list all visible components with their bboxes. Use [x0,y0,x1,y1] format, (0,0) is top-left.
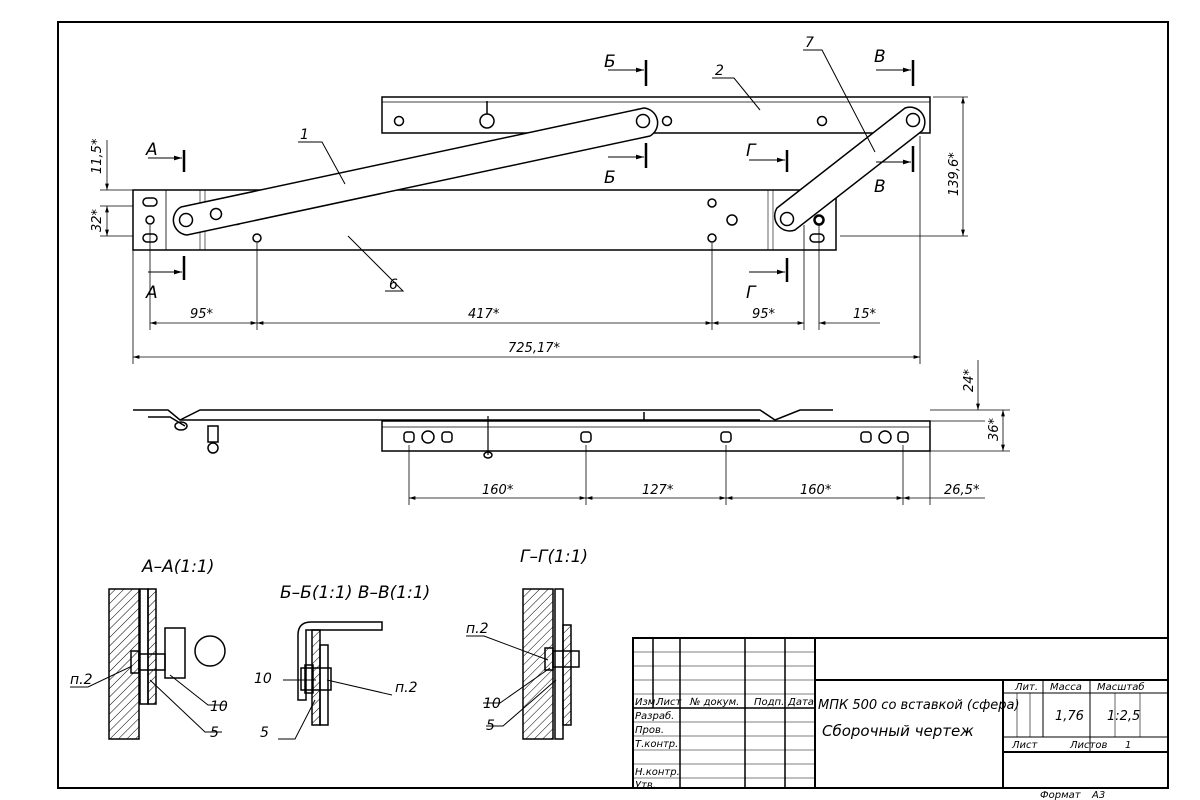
tb-row-prov: Пров. [635,725,664,736]
dim-160-left: 160* [482,483,514,498]
drawing-frame [57,21,1169,789]
drawing-title-line2: Сборочный чертеж [822,722,974,740]
cut-label-g-top: Г [746,141,757,161]
dim-160-right: 160* [800,483,832,498]
cut-label-a-bottom: А [145,283,158,303]
format-value: А3 [1091,790,1105,800]
link-part-7 [773,106,926,232]
tb-mass-value: 1,76 [1055,709,1084,724]
callout-aa-p2: п.2 [70,672,93,688]
dim-95-right: 95* [752,307,776,322]
tb-col-izm: Изм. [635,697,659,708]
section-title-g-g: Г–Г(1:1) [520,547,588,567]
section-b-b-v-v [278,621,393,740]
part-label-7: 7 [805,35,814,51]
callout-bb-p2: п.2 [395,680,418,696]
part-label-6: 6 [389,277,398,293]
tb-sheets-value: 1 [1125,740,1131,751]
section-a-a [70,588,227,740]
callout-gg-p2: п.2 [466,621,489,637]
cut-label-b-top: Б [604,52,616,72]
tb-lit-label: Лит. [1014,682,1038,693]
callout-gg-10: 10 [483,696,501,712]
tb-col-date: Дата [787,697,814,708]
title-block [632,637,1169,789]
callout-bb-5: 5 [260,725,269,741]
cut-label-a-top: А [145,140,158,160]
dim-127: 127* [642,483,674,498]
callout-bb-10: 10 [254,671,272,687]
link-part-1 [172,107,659,236]
side-bar [381,420,931,452]
section-title-a-a: А–А(1:1) [141,557,214,577]
dim-24: 24* [962,368,977,392]
dim-417: 417* [468,307,500,322]
tb-col-doc: № докум. [689,697,739,708]
tb-scale-value: 1:2,5 [1107,709,1140,724]
dim-26-5: 26,5* [944,483,980,498]
callout-aa-5: 5 [210,725,219,741]
format-label: Формат [1040,790,1082,800]
dim-95-left: 95* [190,307,214,322]
tb-row-tkontr: Т.контр. [635,739,678,750]
cut-label-g-bottom: Г [746,283,757,303]
tb-row-razrab: Разраб. [635,710,674,722]
tb-col-list: Лист [655,697,683,708]
cut-label-v-top: В [874,47,886,67]
cut-label-v-bottom: В [874,177,886,197]
tb-row-utv: Утв. [635,780,656,791]
dim-32: 32* [90,208,105,232]
dim-139-6: 139,6* [947,152,962,196]
tb-mass-label: Масса [1050,682,1082,693]
section-title-b-b-v-v: Б–Б(1:1) В–В(1:1) [280,583,430,603]
tb-sheets-label: Листов [1069,740,1107,751]
bar-part-6 [132,189,837,251]
dim-15: 15* [853,307,877,322]
top-view [100,49,968,364]
callout-gg-5: 5 [486,718,495,734]
drawing-title-line1: МПК 500 со вставкой (сфера) [818,698,1020,713]
tb-row-nkontr: Н.контр. [635,767,680,778]
side-view [133,360,1010,505]
bar-part-2 [381,96,931,134]
callout-aa-10: 10 [210,699,228,715]
dim-11-5: 11,5* [90,138,105,174]
section-g-g [466,588,580,740]
tb-scale-label: Масштаб [1097,681,1145,693]
cut-label-b-bottom: Б [604,168,616,188]
dim-36: 36* [987,417,1002,441]
dim-725: 725,17* [508,341,560,356]
part-label-1: 1 [300,127,309,143]
tb-col-sign: Подп. [754,697,784,708]
tb-sheet-label: Лист [1011,740,1039,751]
part-label-2: 2 [715,63,724,79]
